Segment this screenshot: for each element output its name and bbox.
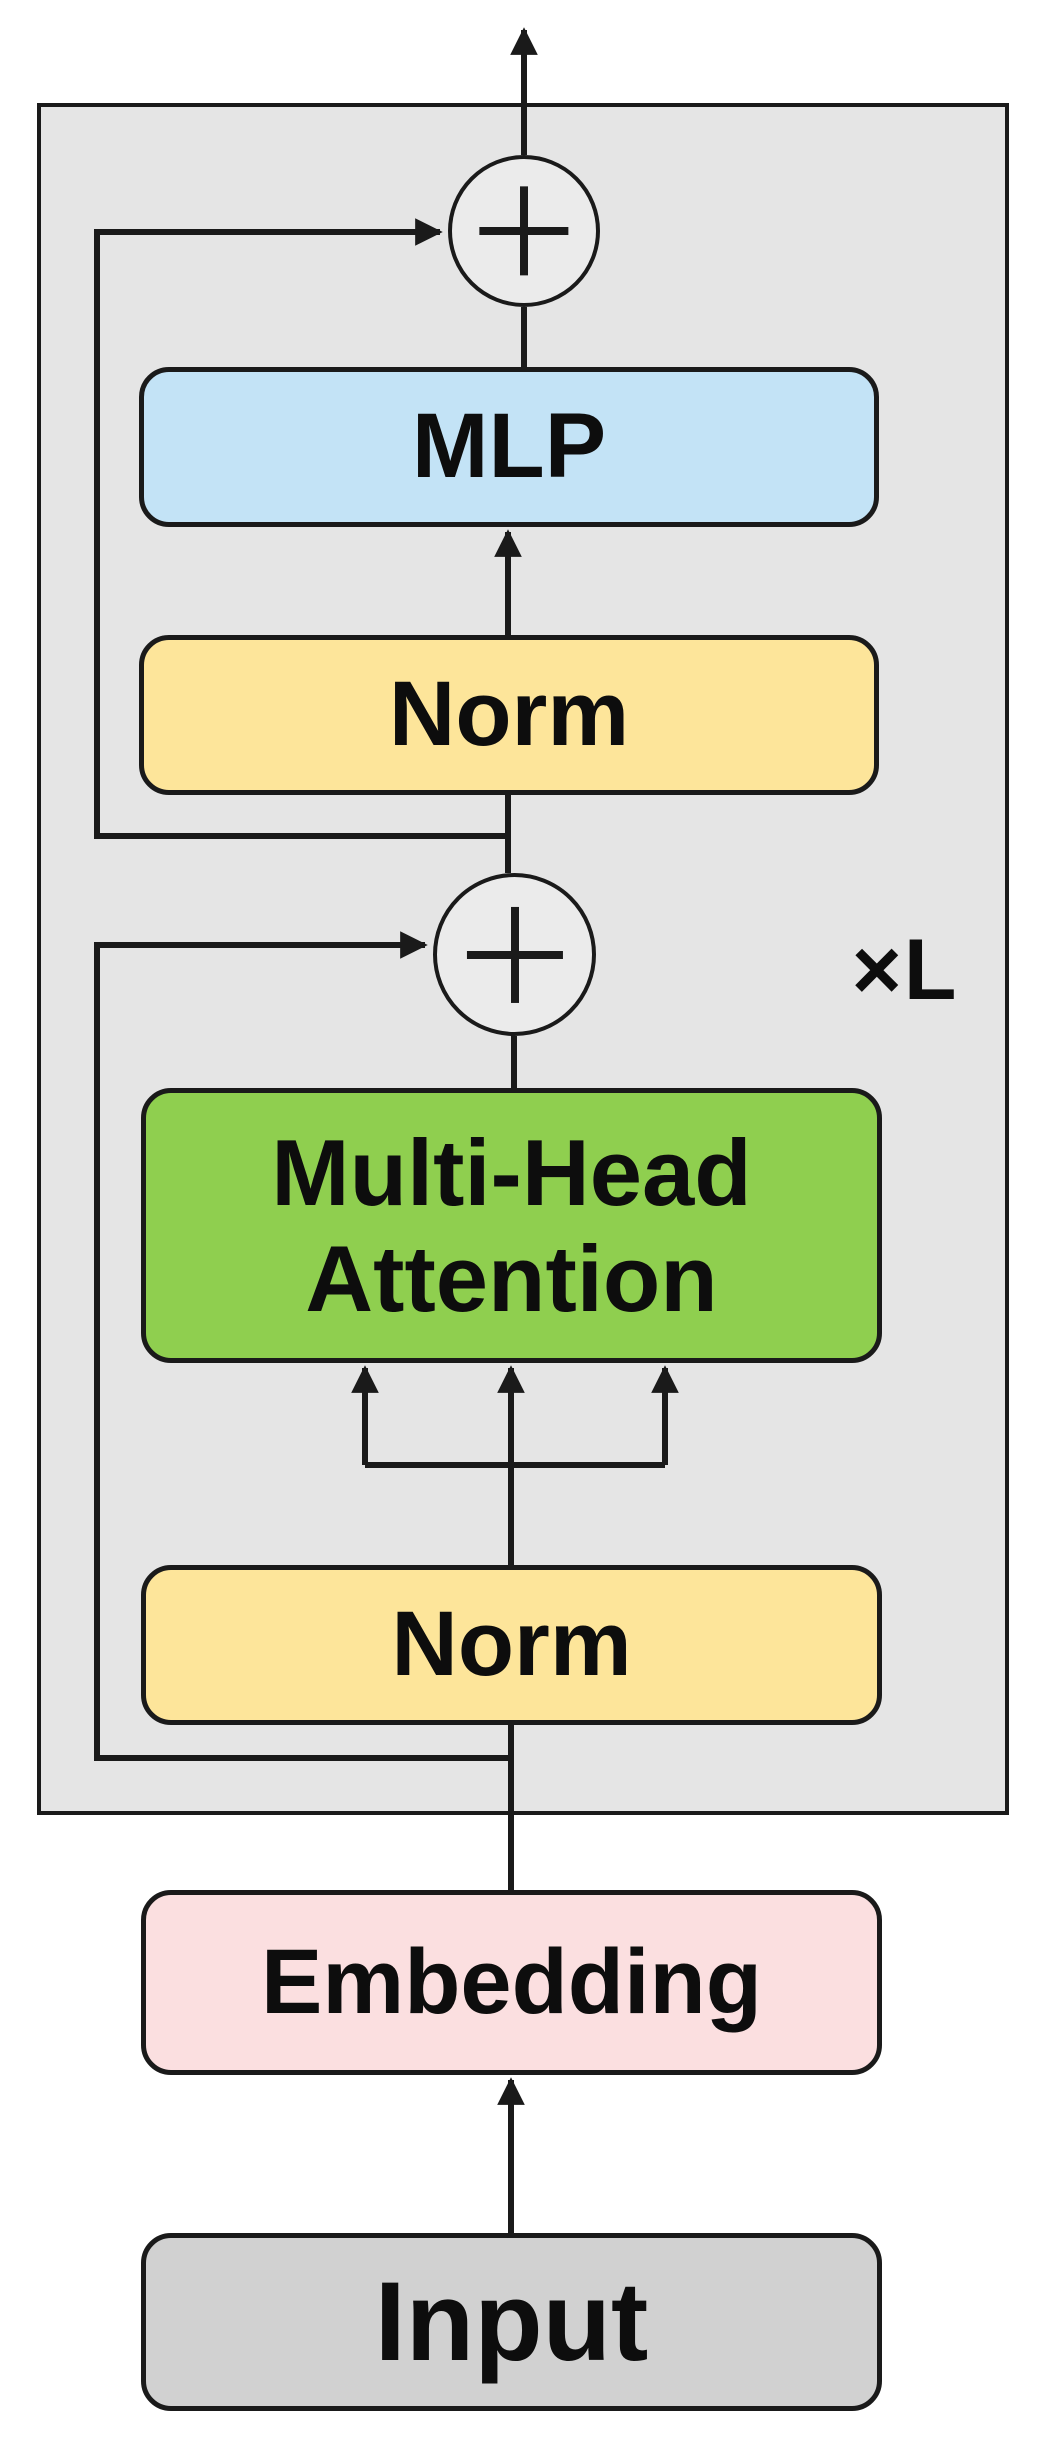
multi-head-attention-block: Multi-Head Attention xyxy=(141,1088,882,1363)
residual-add-bottom xyxy=(433,873,596,1036)
embedding-block: Embedding xyxy=(141,1890,882,2075)
norm-block-bottom: Norm xyxy=(141,1565,882,1725)
input-block: Input xyxy=(141,2233,882,2411)
norm-block-top: Norm xyxy=(139,635,879,795)
mlp-block: MLP xyxy=(139,367,879,527)
residual-add-top xyxy=(448,155,600,307)
repeat-count-label: ×L xyxy=(851,921,959,1018)
